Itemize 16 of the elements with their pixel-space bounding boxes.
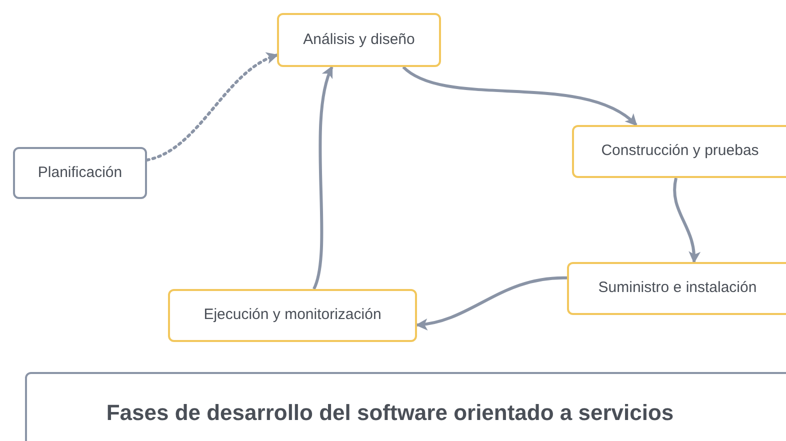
box-label: Construcción y pruebas: [601, 141, 759, 162]
process-box: [567, 262, 786, 315]
box-label: Ejecución y monitorización: [204, 305, 382, 326]
arrow: [673, 178, 700, 264]
box-label: Suministro e instalación: [598, 278, 757, 298]
process-box: [168, 289, 417, 342]
arrow: [146, 53, 278, 162]
process-box: [277, 13, 441, 67]
arrow: [312, 66, 334, 290]
arrow: [402, 66, 638, 126]
box-label: Planificación: [38, 162, 122, 183]
process-box: [13, 147, 147, 199]
diagram-title: Fases de desarrollo del software orientado a servicios: [106, 399, 675, 427]
arrow: [416, 276, 568, 330]
box-label: Análisis y diseño: [303, 30, 415, 50]
process-box: [572, 125, 786, 178]
